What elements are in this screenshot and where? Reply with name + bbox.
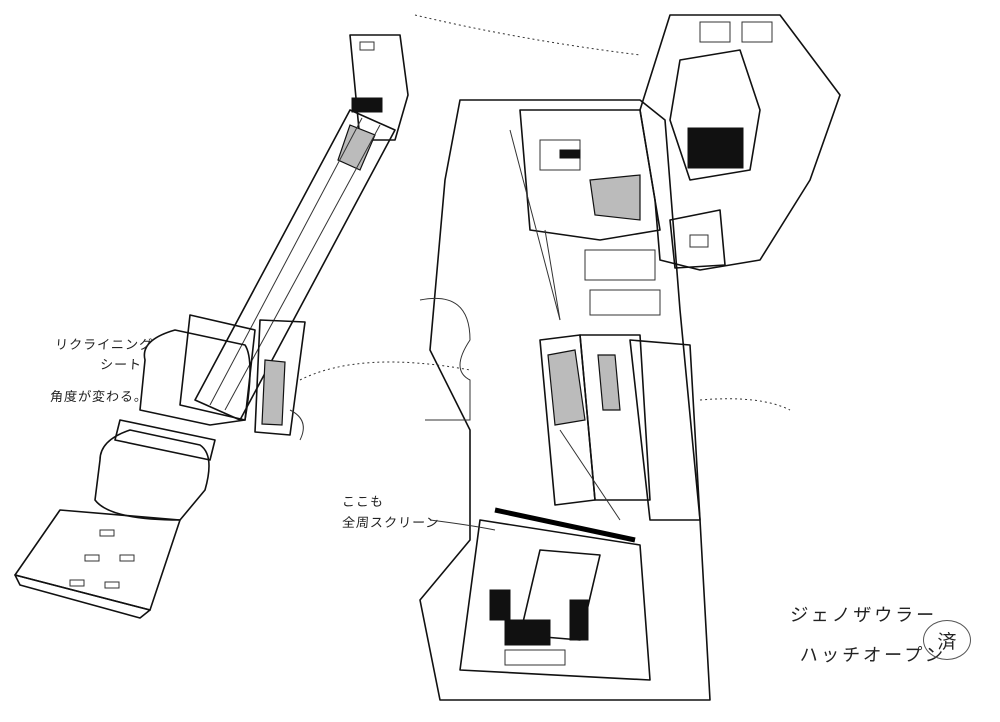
note-screen-line2: 全周スクリーン (341, 516, 440, 531)
note-reclining-seat-line1: リクライニング (54, 338, 154, 353)
note-reclining-seat-line2: シート (99, 358, 143, 373)
title-line1: ジェノザウラー (789, 605, 938, 626)
reclining-seat-drawing (14, 34, 409, 619)
cockpit-drawing-main (299, 14, 841, 701)
note-angle-changes: 角度が変わる。 (49, 390, 149, 405)
note-screen-line1: ここも (341, 495, 385, 510)
approval-stamp: 済 (923, 620, 971, 660)
